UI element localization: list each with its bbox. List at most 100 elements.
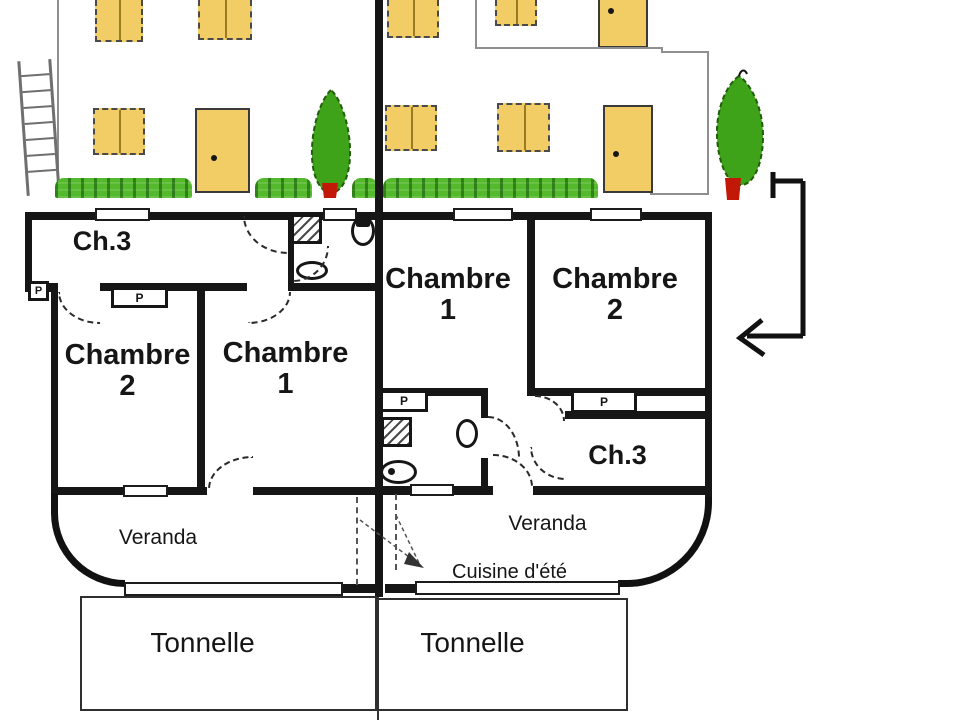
wall [290,283,378,291]
ladder-rung [25,136,54,141]
wall [705,212,712,500]
plan-window [323,208,357,221]
summer-kitchen-partition [356,497,358,585]
ladder-rung [26,152,55,157]
shower-icon [381,417,412,447]
hedge [55,178,192,198]
facade-outline [661,51,709,53]
hedge [383,178,598,198]
window-mullion [119,110,121,153]
sink-icon [456,419,478,448]
closet-label: P [34,285,43,297]
wall [100,283,247,291]
wall [25,212,376,220]
tree-icon [715,69,765,200]
door-arc [530,447,566,480]
door-arc [248,292,291,324]
closet-placard: P [28,281,49,301]
window-icon [387,0,439,38]
upper-door-icon [598,0,648,48]
toilet-icon [351,216,375,246]
ladder-icon [17,58,61,197]
summer-kitchen-partition [395,494,397,570]
shower-icon [291,214,322,244]
door-arc [535,395,565,421]
hedge [255,178,312,198]
wall [383,486,410,495]
plan-window [124,582,343,596]
plan-window [590,208,642,221]
window-mullion [523,105,526,150]
plan-window [453,208,513,221]
veranda-label-right: Veranda [508,512,587,535]
door-arc [493,454,533,487]
window-icon [95,0,143,42]
wall [454,486,493,495]
plan-window [95,208,150,221]
door-knob-icon [613,151,619,157]
plan-window [415,581,620,595]
closet-label: P [399,394,408,408]
door-arc [58,292,100,324]
facade-outline [661,47,663,53]
veranda-label-left: Veranda [118,526,198,549]
room-label-chambre1: Chambre 1 [385,263,511,326]
facade-outline [475,47,662,49]
wall [565,411,705,419]
window-icon [198,0,252,40]
plan-window [410,484,454,496]
room-label-chambre2: Chambre 2 [64,339,191,402]
ladder-rung [22,89,51,94]
closet-label: P [599,394,608,409]
summer-kitchen-leader-lines [359,514,424,568]
door-knob-icon [211,155,217,161]
hedge [352,178,378,198]
wall [527,220,535,392]
entrance-arrow-icon [735,172,806,358]
wall [253,487,378,495]
party-wall-divider [375,0,383,597]
wall [383,212,712,220]
room-label-chambre1: Chambre 1 [222,337,349,400]
entry-door-icon [195,108,250,193]
closet-label: P [135,290,144,305]
window-mullion [225,0,227,38]
window-icon [93,108,145,155]
window-icon [495,0,537,26]
window-mullion [119,0,121,40]
toilet-icon [380,460,417,484]
closet-placard: P [380,390,428,412]
door-arc [488,416,520,458]
wall [288,212,294,291]
facade-outline [650,193,709,195]
wall [197,284,205,493]
tonnelle-label-right: Tonnelle [420,627,525,658]
facade-outline [475,0,477,48]
facade-outline [707,51,709,195]
window-mullion [411,107,413,149]
wall [25,212,32,292]
toilet-tank [356,218,370,227]
cypress-tree-icon [310,88,352,198]
room-label-chambre2: Chambre 2 [552,263,678,326]
window-mullion [413,0,415,36]
door-arc [208,456,253,489]
entry-door-icon [603,105,653,193]
closet-placard: P [111,287,168,308]
ladder-rung [23,105,52,110]
ladder-rung [24,121,53,125]
facade-left-edge [57,0,59,180]
window-mullion [516,0,518,24]
plan-window [123,485,168,497]
wall [383,388,481,396]
door-knob-icon [608,8,614,14]
wall [343,584,377,593]
tonnelle-right-outline [377,598,628,711]
window-icon [497,103,550,152]
wall [481,388,488,418]
wall [168,487,207,495]
veranda-wall-curve [618,497,712,587]
window-icon [385,105,437,151]
door-arc [243,216,288,254]
